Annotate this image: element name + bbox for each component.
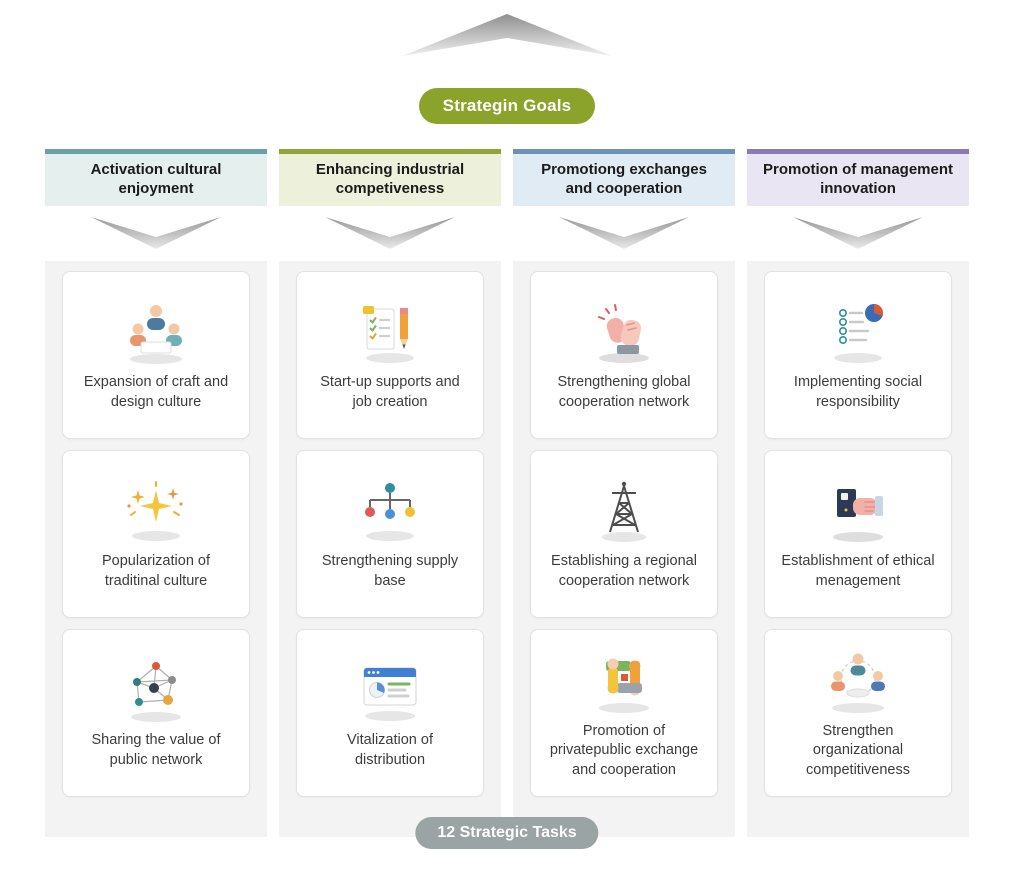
down-chevron-icon: [793, 217, 923, 249]
task-card: Establishment of ethical menagement: [764, 450, 952, 618]
column-header: Enhancing industrial competiveness: [279, 149, 501, 206]
column-header-label: Activation cultural enjoyment: [90, 161, 222, 197]
task-label: Establishing a regional cooperation netw…: [551, 553, 697, 589]
down-chevron-icon: [325, 217, 455, 249]
task-card: Popularization of traditinal culture: [62, 450, 250, 618]
column-header: Promotion of management innovation: [747, 149, 969, 206]
column-header: Activation cultural enjoyment: [45, 149, 267, 206]
clapping-hands-icon: [598, 304, 649, 364]
task-label: Strengthening global cooperation network: [557, 374, 691, 410]
column-panel: Strengthening global cooperation network: [513, 261, 735, 837]
strategic-goals-badge: Strategin Goals: [418, 88, 596, 124]
task-label: Establishment of ethical menagement: [781, 553, 935, 589]
fireworks-icon: [127, 481, 183, 542]
task-card: Strengthening global cooperation network: [530, 271, 718, 439]
task-label: Implementing social responsibility: [793, 374, 923, 410]
handshake-card-icon: [833, 489, 883, 543]
column-panel: Expansion of craft and design culture: [45, 261, 267, 837]
task-card: Implementing social responsibility: [764, 271, 952, 439]
task-card: Strengthen organizational competitivenes…: [764, 629, 952, 797]
down-chevron-icon: [559, 217, 689, 249]
column-header: Promotiong exchanges and cooperation: [513, 149, 735, 206]
task-card: Vitalization of distribution: [296, 629, 484, 797]
task-card: Promotion of privatepublic exchange and …: [530, 629, 718, 797]
task-label: Strengthen organizational competitivenes…: [806, 722, 910, 778]
up-chevron-icon: [402, 14, 612, 56]
goal-columns: Activation cultural enjoyment: [0, 149, 1014, 837]
column-industrial-competitiveness: Enhancing industrial competiveness: [279, 149, 501, 837]
browser-chart-icon: [363, 667, 417, 722]
column-cultural-enjoyment: Activation cultural enjoyment: [45, 149, 267, 837]
column-management-innovation: Promotion of management innovation: [747, 149, 969, 837]
network-graph-icon: [131, 662, 181, 723]
column-header-label: Enhancing industrial competiveness: [315, 161, 465, 197]
transmission-tower-icon: [602, 482, 646, 543]
people-collaboration-icon: [130, 305, 182, 365]
task-card: Start-up supports and job creation: [296, 271, 484, 439]
column-header-label: Promotiong exchanges and cooperation: [541, 161, 707, 197]
task-label: Promotion of privatepublic exchange and …: [549, 722, 699, 778]
team-network-icon: [831, 653, 885, 713]
task-card: Expansion of craft and design culture: [62, 271, 250, 439]
report-pie-icon: [834, 304, 884, 364]
column-header-label: Promotion of management innovation: [763, 161, 954, 197]
task-label: Expansion of craft and design culture: [83, 374, 229, 410]
task-card: Sharing the value of public network: [62, 629, 250, 797]
checklist-pencil-icon: [363, 306, 414, 364]
task-label: Sharing the value of public network: [91, 732, 221, 768]
down-chevron-icon: [91, 217, 221, 249]
column-panel: Implementing social responsibility: [747, 261, 969, 837]
task-card: Strengthening supply base: [296, 450, 484, 618]
task-label: Strengthening supply base: [321, 553, 459, 589]
task-label: Start-up supports and job creation: [320, 374, 460, 410]
column-panel: Start-up supports and job creation: [279, 261, 501, 837]
strategic-tasks-badge: 12 Strategic Tasks: [415, 817, 599, 849]
column-exchanges-cooperation: Promotiong exchanges and cooperation: [513, 149, 735, 837]
task-label: Vitalization of distribution: [347, 732, 433, 768]
supply-network-icon: [365, 483, 415, 542]
task-label: Popularization of traditinal culture: [101, 553, 210, 589]
joined-hands-icon: [599, 658, 649, 713]
task-card: Establishing a regional cooperation netw…: [530, 450, 718, 618]
